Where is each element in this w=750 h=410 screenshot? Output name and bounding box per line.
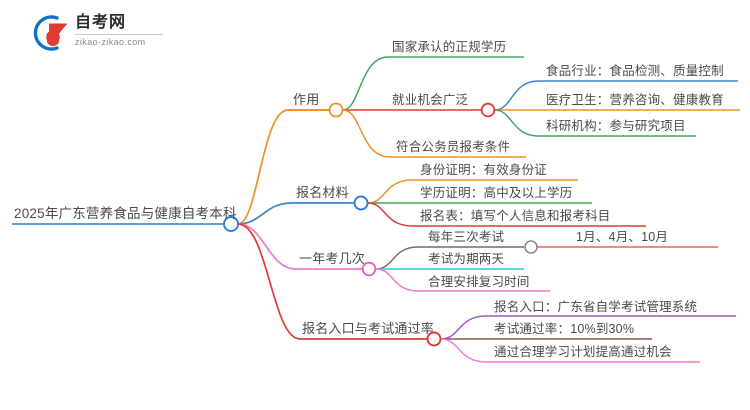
mindmap-node-food-industry[interactable]: 食品行业：食品检测、质量控制	[546, 64, 724, 78]
mindmap-node-healthcare[interactable]: 医疗卫生：营养咨询、健康教育	[546, 93, 724, 107]
site-logo: 自考网 zikao-zikao.com	[27, 11, 165, 55]
mindmap-node-three-times[interactable]: 每年三次考试	[428, 230, 505, 244]
mindmap-node-application-materials[interactable]: 报名材料	[296, 185, 349, 200]
mindmap-root-node[interactable]: 2025年广东营养食品与健康自考本科	[14, 206, 237, 221]
mindmap-node-improve-chances[interactable]: 通过合理学习计划提高通过机会	[494, 345, 672, 359]
mindmap-node-application-form[interactable]: 报名表：填写个人信息和报考科目	[420, 209, 611, 223]
mindmap-node-id-proof[interactable]: 身份证明：有效身份证	[420, 163, 548, 177]
mindmap-node-exams-per-year[interactable]: 一年考几次	[299, 251, 366, 266]
mindmap-node-national-degree[interactable]: 国家承认的正规学历	[392, 40, 507, 54]
logo-title: 自考网	[75, 14, 127, 31]
mindmap-node-registration-portal[interactable]: 报名入口：广东省自学考试管理系统	[494, 300, 698, 314]
mindmap-node-employment[interactable]: 就业机会广泛	[392, 93, 469, 107]
logo-divider	[75, 34, 163, 35]
mindmap-node-entry-and-pass-rate[interactable]: 报名入口与考试通过率	[302, 321, 435, 336]
graduation-cap-icon	[33, 15, 68, 51]
logo-subtitle: zikao-zikao.com	[75, 37, 146, 47]
mindmap-node-exam-duration[interactable]: 考试为期两天	[428, 252, 505, 266]
mindmap-node-civil-service[interactable]: 符合公务员报考条件	[396, 140, 511, 154]
mindmap-node-zuoyong[interactable]: 作用	[293, 92, 320, 107]
logo-text: 自考网 zikao-zikao.com	[75, 13, 165, 48]
mindmap-node-education-proof[interactable]: 学历证明：高中及以上学历	[420, 186, 573, 200]
mindmap-node-pass-rate[interactable]: 考试通过率：10%到30%	[494, 322, 635, 336]
mindmap-node-exam-months[interactable]: 1月、4月、10月	[576, 230, 669, 244]
mindmap-node-research[interactable]: 科研机构：参与研究项目	[546, 119, 686, 133]
mindmap-node-review-plan[interactable]: 合理安排复习时间	[428, 275, 530, 289]
